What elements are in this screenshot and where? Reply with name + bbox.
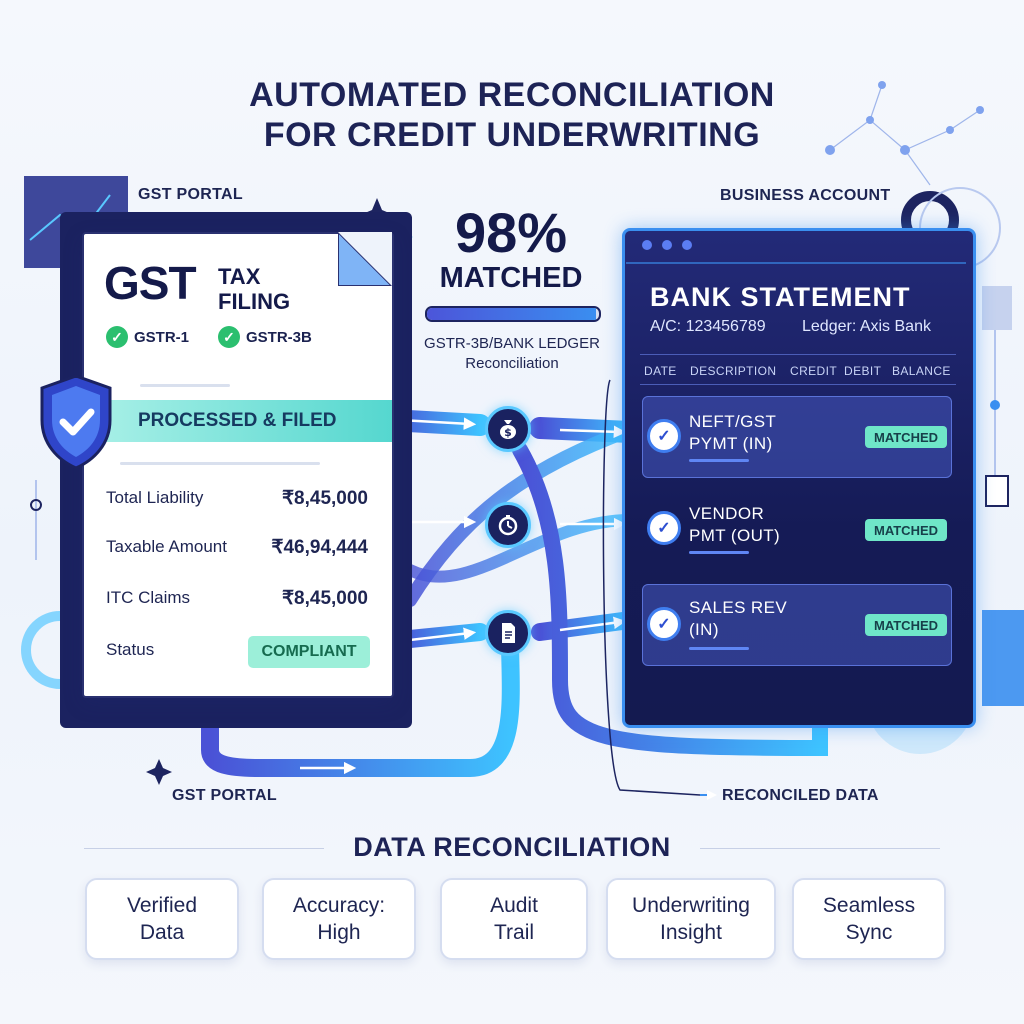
money-bag-icon: $ bbox=[485, 406, 531, 452]
page-title-line-1: AUTOMATED RECONCILIATION bbox=[249, 76, 775, 114]
total-liability-label: Total Liability bbox=[106, 488, 204, 507]
transaction-line-1: SALES REV bbox=[689, 598, 788, 617]
card-line-2: Sync bbox=[845, 921, 893, 944]
matched-badge: MATCHED bbox=[865, 519, 947, 541]
svg-text:$: $ bbox=[504, 426, 512, 439]
row-underline bbox=[689, 551, 749, 554]
status-label: Status bbox=[106, 640, 155, 659]
taxable-amount-value: ₹46,94,444 bbox=[271, 537, 368, 558]
row-underline bbox=[689, 647, 749, 650]
taxable-amount-label: Taxable Amount bbox=[106, 537, 227, 556]
transaction-line-2: (IN) bbox=[689, 620, 719, 639]
ledger-name: Ledger: Axis Bank bbox=[802, 318, 931, 335]
total-liability-value: ₹8,45,000 bbox=[281, 488, 368, 509]
gst-document bbox=[82, 232, 394, 698]
section-title: DATA RECONCILIATION bbox=[353, 832, 671, 862]
card-line-1: Verified bbox=[126, 894, 198, 917]
window-dot-icon bbox=[682, 240, 692, 250]
page-title-line-2: FOR CREDIT UNDERWRITING bbox=[263, 116, 761, 154]
page-fold-corner bbox=[338, 232, 392, 286]
check-circle-icon: ✓ bbox=[647, 511, 681, 545]
col-debit: DEBIT bbox=[844, 364, 882, 378]
divider bbox=[640, 354, 956, 355]
account-number: A/C: 123456789 bbox=[650, 318, 766, 335]
form-gstr3b-chip: ✓ GSTR-3B bbox=[218, 326, 312, 348]
match-percentage: 98% bbox=[454, 201, 568, 264]
card-line-1: Seamless bbox=[822, 894, 916, 917]
document-icon bbox=[485, 610, 531, 656]
gst-portal-label-bottom: GST PORTAL bbox=[172, 787, 277, 804]
window-divider bbox=[626, 262, 966, 264]
card-line-1: Underwriting bbox=[632, 894, 750, 917]
transaction-description: VENDOR PMT (OUT) bbox=[689, 503, 780, 547]
divider bbox=[640, 384, 956, 385]
business-account-label: BUSINESS ACCOUNT bbox=[720, 187, 891, 204]
divider bbox=[84, 848, 324, 849]
shield-check-icon bbox=[40, 374, 112, 470]
divider bbox=[120, 462, 320, 465]
col-balance: BALANCE bbox=[892, 364, 951, 378]
window-controls bbox=[642, 240, 692, 250]
table-row: ✓ NEFT/GST PYMT (IN) MATCHED bbox=[642, 396, 952, 478]
check-circle-icon: ✓ bbox=[218, 326, 240, 348]
check-circle-icon: ✓ bbox=[647, 607, 681, 641]
col-description: DESCRIPTION bbox=[690, 364, 777, 378]
transaction-line-1: NEFT/GST bbox=[689, 412, 777, 431]
itc-claims-value: ₹8,45,000 bbox=[281, 588, 368, 609]
reconciliation-caption: GSTR-3B/BANK LEDGER Reconciliation bbox=[410, 334, 614, 374]
check-circle-icon: ✓ bbox=[106, 326, 128, 348]
row-underline bbox=[689, 459, 749, 462]
card-line-2: High bbox=[317, 921, 361, 944]
tax-filing-line-1: TAX bbox=[218, 264, 261, 289]
transaction-line-2: PYMT (IN) bbox=[689, 434, 773, 453]
matched-badge: MATCHED bbox=[865, 614, 947, 636]
card-line-1: Accuracy: bbox=[292, 894, 386, 917]
feature-card-accuracy: Accuracy: High bbox=[262, 878, 416, 960]
col-credit: CREDIT bbox=[790, 364, 838, 378]
table-row: ✓ VENDOR PMT (OUT) MATCHED bbox=[642, 492, 952, 574]
matched-badge: MATCHED bbox=[865, 426, 947, 448]
itc-claims-label: ITC Claims bbox=[106, 588, 191, 607]
window-dot-icon bbox=[642, 240, 652, 250]
status-badge: COMPLIANT bbox=[248, 636, 370, 668]
reconciliation-caption-line-1: GSTR-3B/BANK LEDGER bbox=[424, 335, 600, 352]
divider bbox=[700, 848, 940, 849]
match-progress-bar bbox=[425, 306, 601, 322]
col-date: DATE bbox=[644, 364, 677, 378]
match-percentage-label: MATCHED bbox=[439, 262, 583, 294]
gst-heading: GST bbox=[104, 257, 197, 309]
transaction-line-2: PMT (OUT) bbox=[689, 526, 781, 545]
bank-statement-title: BANK STATEMENT bbox=[650, 282, 911, 312]
table-row: ✓ SALES REV (IN) MATCHED bbox=[642, 584, 952, 666]
stopwatch-icon bbox=[485, 502, 531, 548]
form-gstr1-label: GSTR-1 bbox=[134, 328, 190, 346]
form-gstr1-chip: ✓ GSTR-1 bbox=[106, 326, 189, 348]
divider bbox=[140, 384, 230, 387]
reconciliation-caption-line-2: Reconciliation bbox=[465, 355, 559, 372]
card-line-1: Audit bbox=[490, 894, 538, 917]
card-line-2: Trail bbox=[493, 921, 535, 944]
transaction-line-1: VENDOR bbox=[689, 504, 765, 523]
form-gstr3b-label: GSTR-3B bbox=[246, 328, 312, 346]
tax-filing-line-2: FILING bbox=[218, 289, 291, 314]
gst-portal-label-top: GST PORTAL bbox=[138, 186, 243, 203]
tax-filing-heading: TAX FILING bbox=[218, 264, 290, 314]
card-line-2: Insight bbox=[660, 921, 722, 944]
match-progress-fill bbox=[427, 308, 596, 320]
window-dot-icon bbox=[662, 240, 672, 250]
check-circle-icon: ✓ bbox=[647, 419, 681, 453]
transaction-description: NEFT/GST PYMT (IN) bbox=[689, 411, 776, 455]
reconciled-data-label: RECONCILED DATA bbox=[722, 787, 879, 804]
transaction-description: SALES REV (IN) bbox=[689, 597, 787, 641]
card-line-2: Data bbox=[139, 921, 185, 944]
processed-filed-banner: PROCESSED & FILED bbox=[92, 400, 392, 442]
